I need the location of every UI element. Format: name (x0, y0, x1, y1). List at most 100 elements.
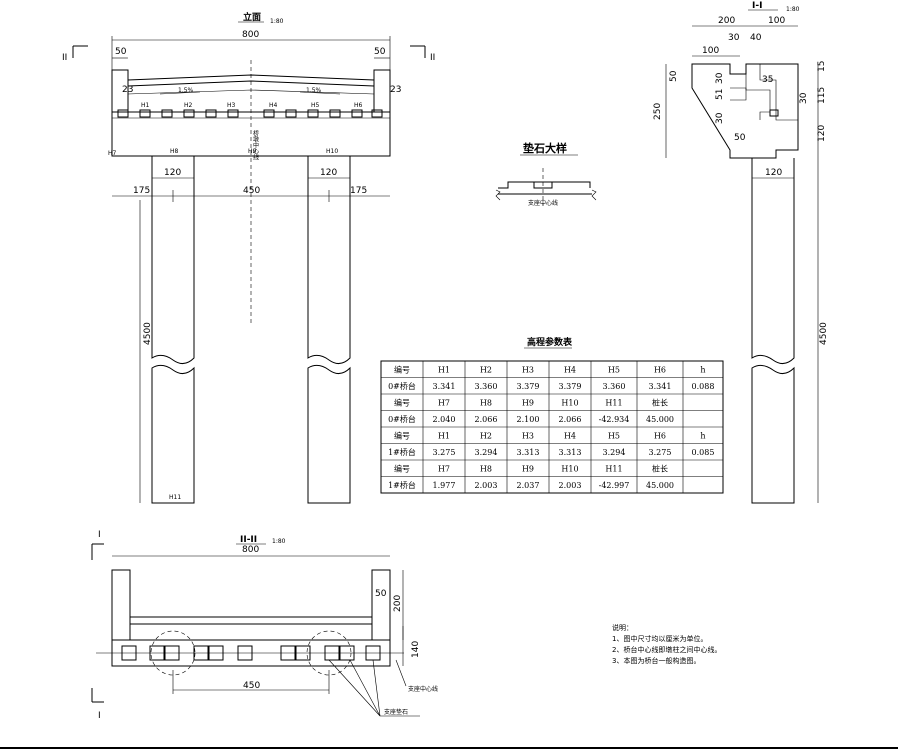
table-cell: H2 (480, 432, 492, 441)
table-cell: 3.275 (433, 448, 456, 457)
table-cell: -42.934 (599, 415, 630, 424)
note-1: 1、图中尺寸均以厘米为单位。 (612, 634, 707, 643)
s2-label-centerline: 支座中心线 (408, 685, 438, 693)
table-cell: 3.341 (433, 382, 456, 391)
table-cell: H2 (480, 366, 492, 375)
table-cell: 编号 (394, 464, 410, 474)
table-cell: 编号 (394, 431, 410, 441)
table-cell: H1 (438, 366, 450, 375)
table-cell: 3.341 (649, 382, 672, 391)
table-cell: 2.037 (517, 481, 540, 490)
table-cell: 桩长 (652, 464, 668, 474)
pad-detail-label: 支座中心线 (528, 199, 558, 207)
elev-dim-23-left: 23 (122, 85, 133, 95)
section-2-scale: 1:80 (272, 538, 286, 545)
table-cell: H10 (561, 465, 578, 474)
s1-dim-15: 15 (817, 61, 827, 72)
table-cell: -42.997 (599, 481, 630, 490)
table-cell: 3.379 (517, 382, 540, 391)
elev-section-mark-right: II (430, 53, 435, 63)
pile-left (151, 156, 195, 504)
mark-h4: H4 (269, 102, 278, 109)
notes: 说明： 1、图中尺寸均以厘米为单位。 2、桥台中心线即墩柱之间中心线。 3、本图… (612, 623, 721, 665)
table-cell: 2.100 (517, 415, 540, 424)
table-cell: 3.294 (603, 448, 626, 457)
table-cell: 3.275 (649, 448, 672, 457)
mark-h7: H7 (108, 150, 117, 157)
pad-detail: 垫石大样 支座中心线 (495, 141, 597, 207)
s2-section-mark-bottom: I (98, 711, 101, 721)
s1-dim-115: 115 (817, 87, 827, 104)
table-cell: H11 (605, 399, 622, 408)
pad-detail-title: 垫石大样 (523, 141, 567, 155)
section-1-view: I-I 1:80 200 100 30 40 100 50 30 51 35 1… (653, 1, 829, 504)
note-2: 2、桥台中心线即墩柱之间中心线。 (612, 645, 721, 654)
table-cell: H9 (522, 465, 534, 474)
elev-section-mark-left: II (62, 53, 67, 63)
table-cell: 2.003 (475, 481, 498, 490)
table-cell: H4 (564, 432, 576, 441)
table-cell: H8 (480, 465, 492, 474)
table-cell: 3.313 (559, 448, 582, 457)
elev-pads (117, 109, 383, 118)
elev-dim-edge-right: 175 (350, 186, 367, 196)
elev-dim-edge-left: 175 (133, 186, 150, 196)
section-1-title: I-I (752, 1, 762, 11)
table-cell: 2.066 (475, 415, 498, 424)
mark-h1: H1 (141, 102, 150, 109)
table-cell: 1.977 (433, 481, 456, 490)
table-cell: 45.000 (646, 481, 674, 490)
mark-h8: H8 (170, 148, 179, 155)
elev-dim-col-right: 120 (320, 168, 337, 178)
table-cell: 3.313 (517, 448, 540, 457)
elev-dim-spacing: 450 (243, 186, 260, 196)
s1-dim-30c: 30 (715, 112, 725, 124)
elev-centerline-label: 桥墩中心线 (252, 129, 259, 160)
table-cell: h (700, 366, 705, 375)
s1-dim-50b: 50 (734, 133, 746, 143)
s1-dim-35: 35 (762, 75, 773, 85)
s2-section-mark-top: I (98, 530, 101, 540)
elev-dim-left-end: 50 (115, 47, 127, 57)
elev-dim-pile-length: 4500 (143, 322, 153, 345)
table-cell: H1 (438, 432, 450, 441)
table-cell: 0#桥台 (388, 381, 416, 391)
s2-label-pad: 支座垫石 (384, 708, 408, 716)
table-cell: 编号 (394, 398, 410, 408)
s1-dim-200: 200 (718, 16, 735, 26)
table-cell: H6 (654, 366, 666, 375)
table-cell: H10 (561, 399, 578, 408)
table-cell: 桩长 (652, 398, 668, 408)
mark-h6: H6 (354, 102, 363, 109)
mark-h5: H5 (311, 102, 320, 109)
s1-dim-100: 100 (768, 16, 785, 26)
pile-right (307, 156, 351, 504)
s1-dim-51: 51 (715, 89, 725, 100)
table-cell: 1#桥台 (388, 480, 416, 490)
table-cell: H11 (605, 465, 622, 474)
table-cell: H7 (438, 399, 450, 408)
elev-slope-right: 1.5% (306, 87, 322, 94)
elev-slope-left: 1.5% (178, 87, 194, 94)
elev-dim-23-right: 23 (390, 85, 401, 95)
mark-h11: H11 (169, 494, 181, 501)
table-cell: H5 (608, 432, 620, 441)
table-cell: 1#桥台 (388, 447, 416, 457)
table-cell: 0#桥台 (388, 414, 416, 424)
table-cell: 2.066 (559, 415, 582, 424)
s2-dim-200: 200 (393, 595, 403, 612)
table-cell: 3.360 (603, 382, 626, 391)
elevation-scale: 1:80 (270, 18, 284, 25)
s2-dim-140: 140 (411, 641, 421, 658)
s1-dim-100b: 100 (702, 46, 719, 56)
section-2-title: II-II (240, 535, 257, 545)
s1-dim-30a: 30 (715, 72, 725, 84)
table-cell: H9 (522, 399, 534, 408)
elev-dim-right-end: 50 (374, 47, 386, 57)
table-cell: 2.003 (559, 481, 582, 490)
s2-dim-50: 50 (375, 589, 387, 599)
table-cell: 45.000 (646, 415, 674, 424)
s1-dim-250: 250 (653, 103, 663, 120)
